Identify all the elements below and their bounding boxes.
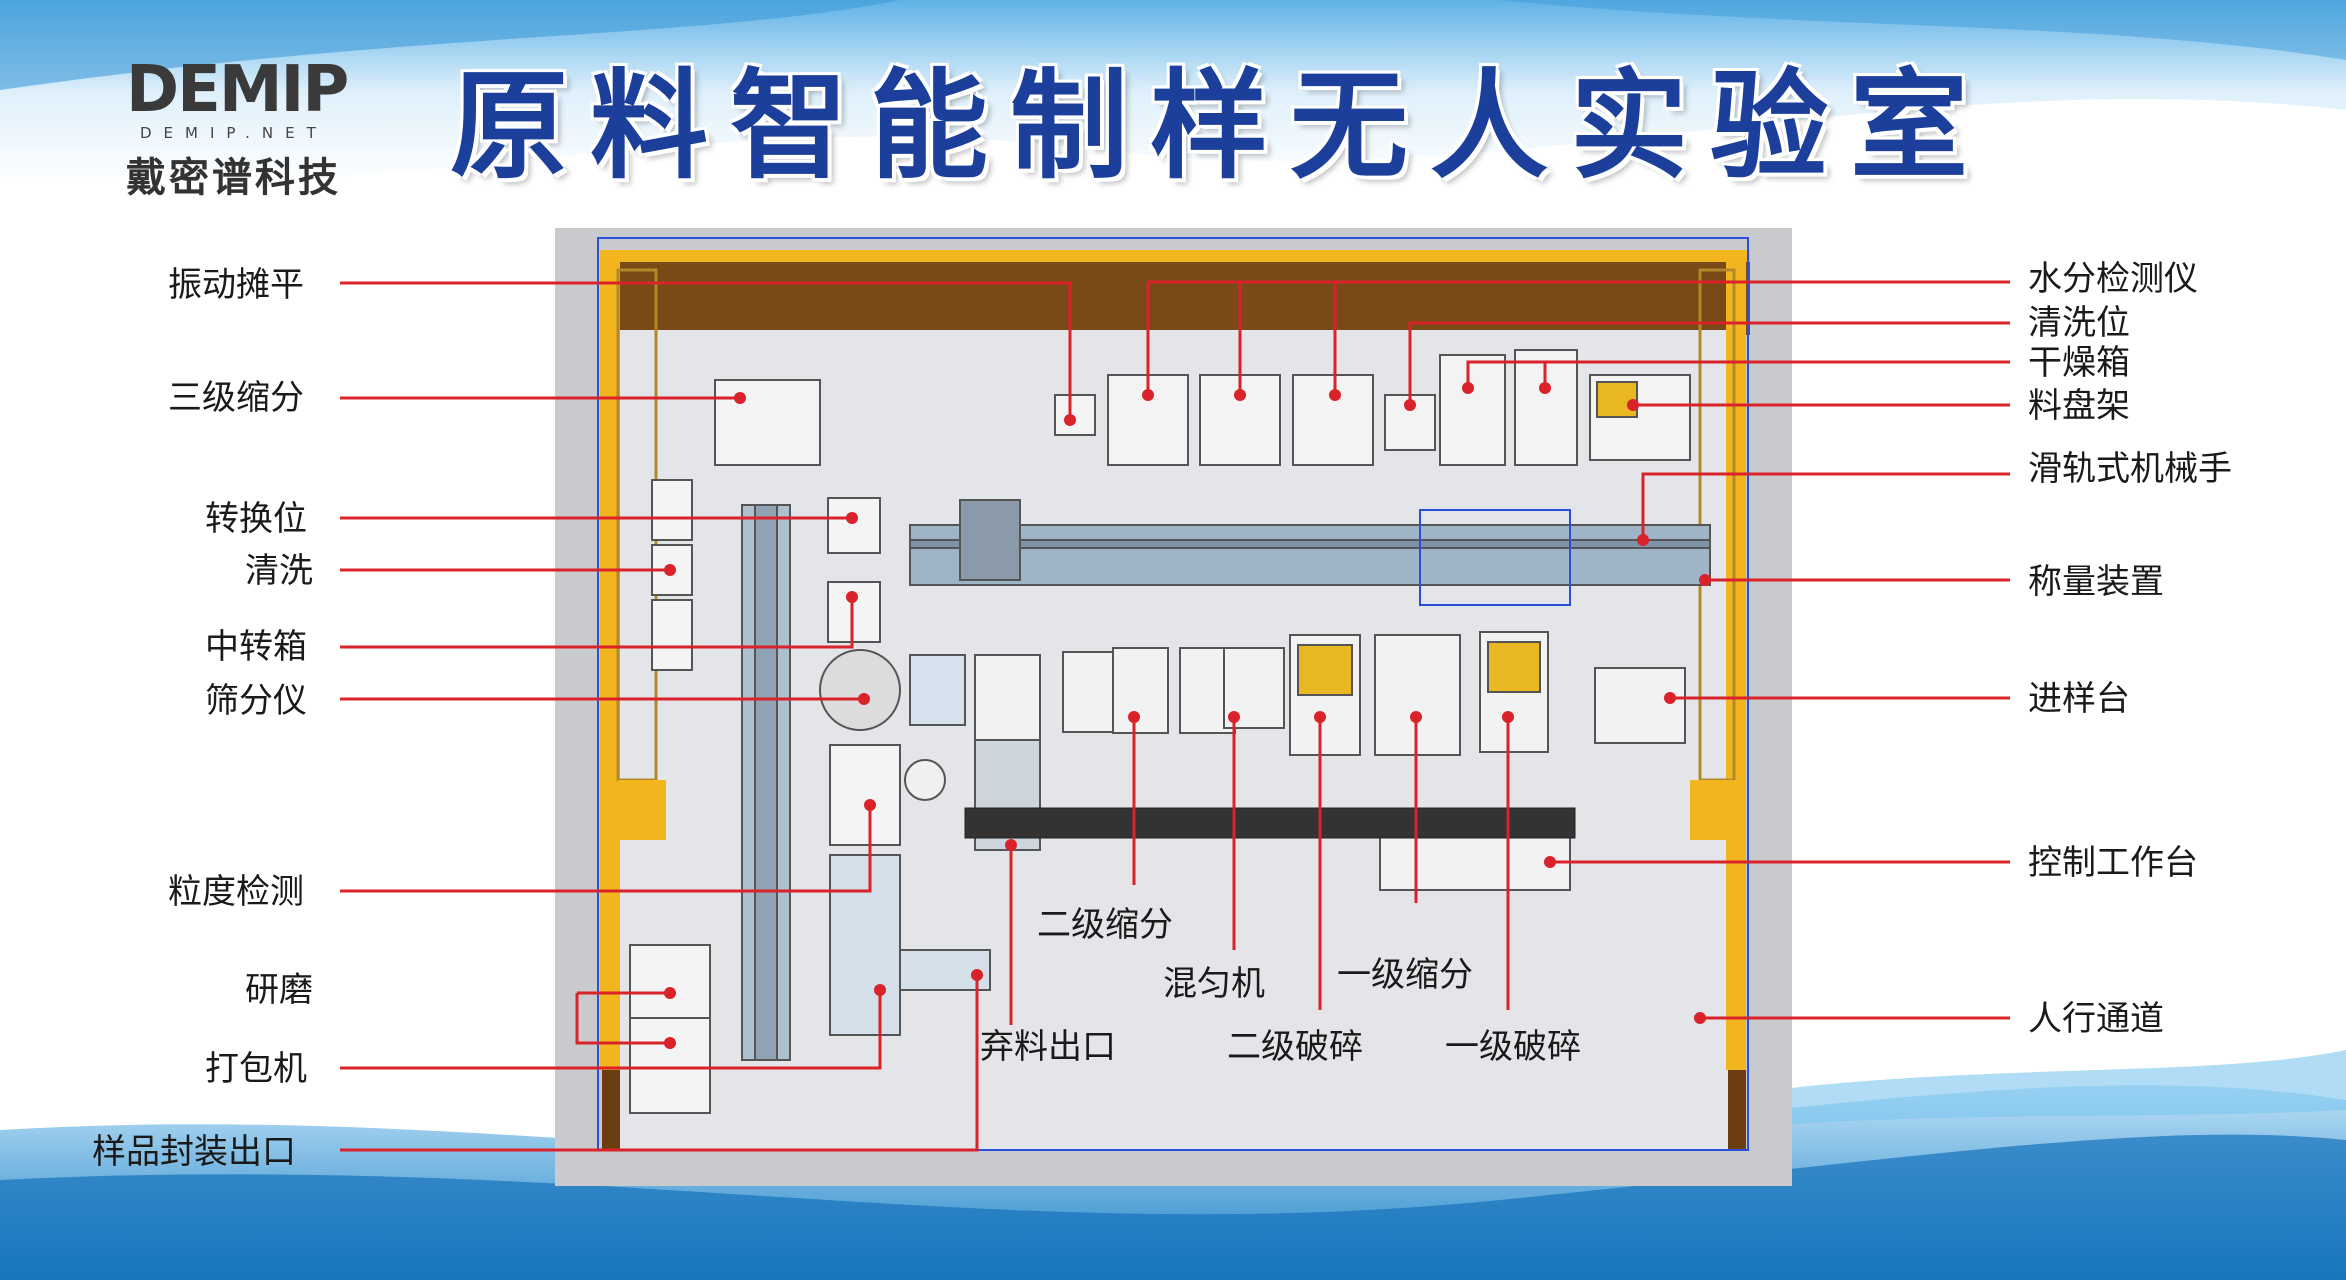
label-sample-inlet: 进样台 — [2028, 679, 2130, 719]
label-transfer-position: 转换位 — [205, 499, 307, 539]
label-drying-oven: 干燥箱 — [2028, 343, 2130, 383]
label-primary-crushing: 一级破碎 — [1445, 1027, 1581, 1067]
tray-rack-row — [714, 349, 1691, 466]
label-tertiary-division: 三级缩分 — [168, 378, 304, 418]
label-sieve-analyzer: 筛分仪 — [205, 681, 307, 721]
label-vibration-leveling: 振动摊平 — [168, 265, 304, 305]
label-sample-outlet: 样品封装出口 — [92, 1132, 296, 1172]
label-transfer-box: 中转箱 — [205, 627, 307, 667]
label-control-workstation: 控制工作台 — [2028, 843, 2198, 883]
label-granularity-test: 粒度检测 — [168, 872, 304, 912]
logo-company-name: 戴密谱科技 — [126, 155, 341, 201]
label-walkway: 人行通道 — [2028, 999, 2164, 1039]
slide-rail-manipulator — [909, 499, 1711, 586]
label-secondary-crushing: 二级破碎 — [1227, 1027, 1363, 1067]
label-cleaning: 清洗 — [245, 551, 313, 591]
label-mixer: 混匀机 — [1163, 964, 1265, 1004]
middle-machines — [974, 631, 1686, 891]
leader-lines — [340, 280, 2010, 1152]
label-cleaning-position: 清洗位 — [2028, 303, 2130, 343]
leader-dots — [664, 382, 1711, 1049]
label-primary-division: 一级缩分 — [1337, 955, 1473, 995]
label-packing-machine: 打包机 — [205, 1049, 307, 1089]
left-machines — [629, 479, 991, 1114]
label-slide-rail-manipulator: 滑轨式机械手 — [2028, 449, 2232, 489]
page-title: 原料智能制样无人实验室 — [450, 57, 1991, 195]
left-gantry-column — [600, 260, 620, 1070]
vertical-conveyor — [741, 504, 791, 1061]
label-moisture-tester: 水分检测仪 — [2028, 259, 2198, 299]
right-gantry-column — [1726, 260, 1746, 1070]
label-weighing-device: 称量装置 — [2028, 562, 2164, 602]
label-tray-rack: 料盘架 — [2028, 386, 2130, 426]
floor — [620, 330, 1740, 1150]
label-grinding: 研磨 — [245, 970, 313, 1010]
label-secondary-division: 二级缩分 — [1037, 905, 1173, 945]
logo-url: DEMIP.NET — [140, 124, 328, 142]
company-logo: DEMIP — [126, 53, 349, 127]
label-waste-outlet: 弃料出口 — [980, 1027, 1116, 1067]
